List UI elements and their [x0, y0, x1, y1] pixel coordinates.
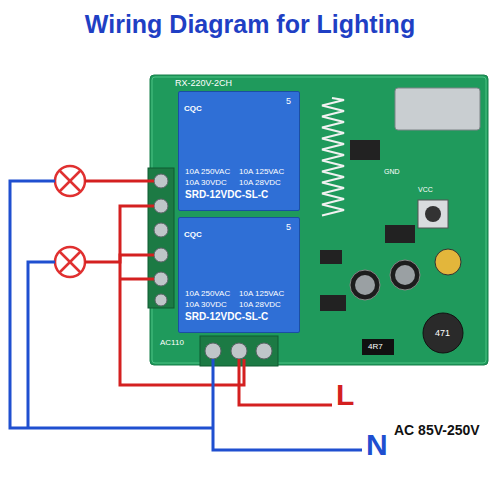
neutral-label: N — [366, 428, 388, 462]
receiver-module — [395, 88, 480, 130]
cert-mark: CQC — [184, 230, 202, 239]
inductor-value: 471 — [435, 328, 450, 338]
chip — [320, 250, 342, 264]
diagram-title: Wiring Diagram for Lighting — [0, 10, 500, 39]
capacitor — [350, 270, 380, 300]
relay-rating: 10A 30VDC — [185, 177, 239, 188]
resistor-value: 4R7 — [368, 342, 383, 351]
pin-name: VCC — [418, 186, 433, 193]
lamp-symbol — [55, 166, 85, 277]
chip — [350, 140, 380, 160]
relay-rating: 10A 250VAC — [185, 288, 239, 299]
capacitor — [390, 260, 420, 290]
relay-pin-mark: 5 — [286, 96, 291, 106]
chip — [385, 225, 415, 243]
button-cap — [425, 206, 441, 222]
pin-name: GND — [384, 168, 400, 175]
cert-mark: CQC — [184, 104, 202, 113]
pcb-board — [150, 75, 488, 365]
relay-model: SRD-12VDC-SL-C — [185, 310, 293, 324]
neutral-wire — [10, 181, 362, 450]
push-button — [418, 200, 448, 228]
antenna-coil — [322, 98, 344, 216]
terminal-screws — [154, 174, 168, 306]
resistor — [362, 339, 394, 355]
relay-rating: 10A 125VAC — [239, 166, 293, 177]
relay-rating: 10A 250VAC — [185, 166, 239, 177]
board-name: RX-220V-2CH — [175, 78, 232, 88]
voltage-range: AC 85V-250V — [394, 422, 480, 438]
relay-pin-mark: 5 — [286, 222, 291, 232]
receiver-board: RX-220V-2CH10A 250VAC10A 125VAC10A 30VDC… — [150, 75, 488, 365]
relay-rating: 10A 28VDC — [239, 177, 293, 188]
pcb-edge — [152, 77, 486, 363]
relay-rating: 10A 125VAC — [239, 288, 293, 299]
capacitor-top — [355, 275, 375, 295]
relay-rating: 10A 28VDC — [239, 299, 293, 310]
relay-model: SRD-12VDC-SL-C — [185, 188, 293, 202]
live-wire — [85, 181, 332, 405]
inductor — [423, 313, 463, 353]
terminal-block — [148, 168, 174, 308]
coil-winding — [322, 98, 344, 216]
diode — [320, 295, 346, 311]
live-label: L — [336, 378, 354, 412]
terminal-screws — [205, 343, 272, 359]
capacitor — [435, 249, 461, 275]
capacitor-top — [395, 265, 415, 285]
board-marking: AC110 — [160, 338, 184, 347]
relay-rating: 10A 30VDC — [185, 299, 239, 310]
